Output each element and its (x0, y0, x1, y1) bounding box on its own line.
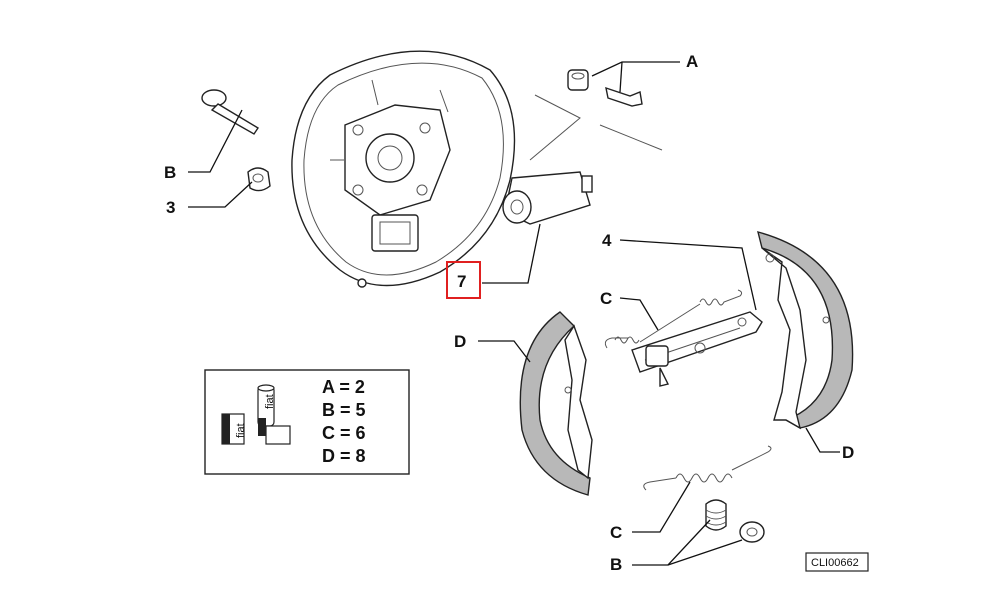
brake-line (529, 94, 663, 161)
legend-row-d: D = 8 (322, 446, 366, 466)
package-boxes-icon: fiat fiat (221, 384, 291, 445)
legend-row-c: C = 6 (322, 423, 366, 443)
legend-box-label-1: fiat (235, 423, 247, 438)
callout-c-mid: C (600, 289, 612, 308)
callout-a-top: A (686, 52, 698, 71)
brake-shoe-left (519, 311, 593, 496)
reference-code: CLI00662 (811, 557, 859, 569)
adjuster-assembly (631, 311, 763, 387)
bleeder-screw-and-cap (567, 69, 643, 107)
callout-4: 4 (602, 231, 612, 250)
bolt-part (201, 89, 259, 135)
legend-row-b: B = 5 (322, 400, 366, 420)
upper-spring (604, 289, 743, 349)
reference-code-tag: CLI00662 (805, 552, 869, 572)
wheel-cylinder (502, 171, 593, 225)
callout-d-right: D (842, 443, 854, 462)
callout-c-bottom: C (610, 523, 622, 542)
highlight-box-7 (446, 261, 481, 299)
quantity-legend: fiat fiat A = 2 B = 5 C = 6 D = 8 (204, 369, 410, 475)
callout-3: 3 (166, 198, 175, 217)
leader-lines (188, 61, 840, 566)
nut-part-3 (247, 167, 271, 192)
backing-plate (291, 50, 516, 288)
callout-7: 7 (457, 272, 466, 291)
legend-row-a: A = 2 (322, 377, 365, 397)
callout-d-left: D (454, 332, 466, 351)
legend-box-label-2: fiat (264, 394, 276, 409)
lower-spring (643, 445, 772, 491)
callout-b-left: B (164, 163, 176, 182)
brake-shoe-right (757, 231, 854, 430)
hold-down-spring-and-cup (705, 499, 765, 543)
callout-b-bottom: B (610, 555, 622, 574)
